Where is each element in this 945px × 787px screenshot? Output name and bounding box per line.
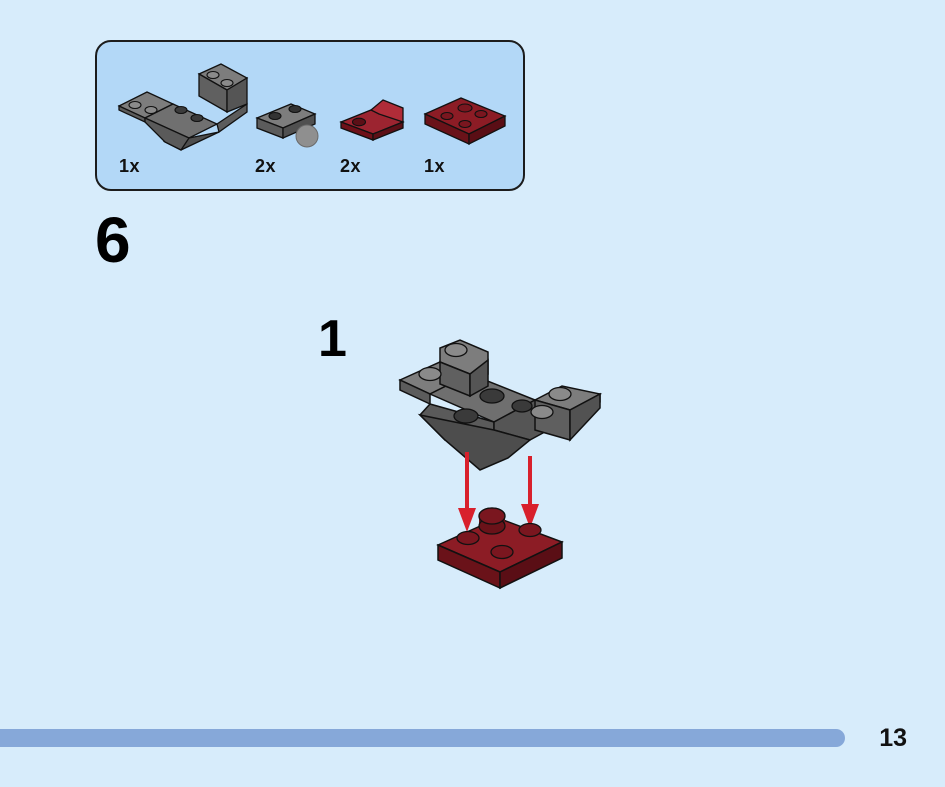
assembly-illustration: [398, 339, 603, 590]
page-number: 13: [879, 724, 907, 752]
part-quantity: 2x: [340, 156, 362, 176]
page-footer-bar: [0, 729, 845, 747]
gray-inverted-slope-plate-icon: [117, 63, 249, 151]
red-2x2-jumper-plate: [436, 507, 564, 590]
gray-plate-with-ball-icon: [255, 103, 319, 148]
substep-number: 1: [318, 310, 347, 368]
gray-inverted-slope-brick: [398, 339, 603, 471]
step-number: 6: [95, 204, 131, 276]
red-bracket-plate-icon: [339, 99, 405, 141]
part-quantity: 2x: [255, 156, 277, 176]
red-2x2-jumper-plate-icon: [423, 97, 507, 146]
part-quantity: 1x: [424, 156, 446, 176]
parts-list-panel: 1x 2x 2x 1x: [95, 40, 525, 191]
placement-arrows: [458, 452, 539, 532]
part-quantity: 1x: [119, 156, 141, 176]
